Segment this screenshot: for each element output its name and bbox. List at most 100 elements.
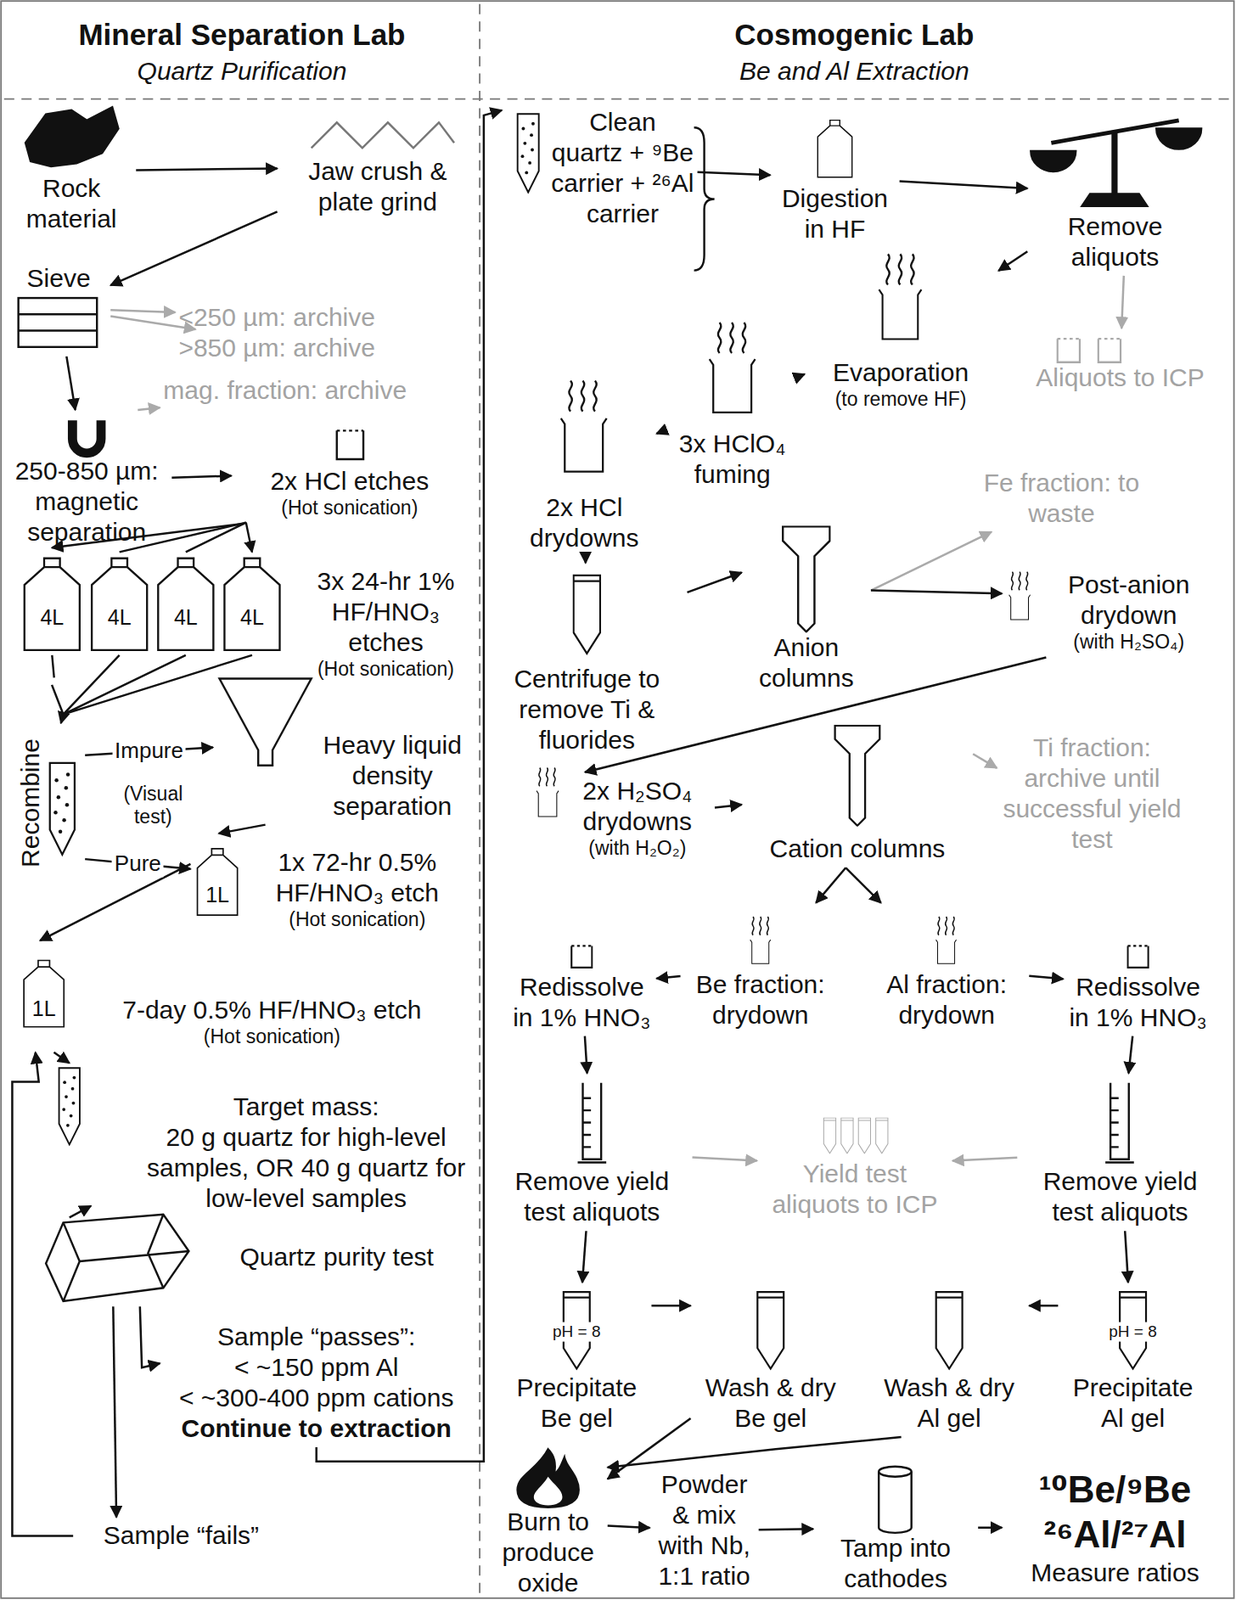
volume-label: 1L [205,882,230,908]
step-text: Evaporation [806,357,995,388]
flow-arrow [714,804,742,809]
process-step: 2x HCl drydowns [515,372,653,554]
step-note: (Hot sonication) [69,1025,475,1050]
process-step: Post-anion drydown(with H₂SO₄) [1005,569,1220,655]
step-text: 1x 72-hr 0.5% HF/HNO₃ etch [245,847,471,909]
step-text: 2x HCl drydowns [515,492,653,554]
flow-arrow [171,476,231,478]
process-step: 2x H₂SO₄ drydowns(with H₂O₂) [533,775,712,861]
step-text: 2x H₂SO₄ drydowns [563,775,712,838]
process-step: Sample “fails” [76,1520,286,1551]
flow-arrow [972,753,997,769]
process-step: Remove aliquots [1030,114,1199,273]
process-step: 7-day 0.5% HF/HNO₃ etch(Hot sonication) [20,943,475,1050]
flow-arrow [1124,1230,1129,1283]
step-text: Redissolve in 1% HNO₃ [510,971,653,1034]
step-note: < ~150 ppm Al [162,1352,470,1383]
process-step: Burn to produce oxide [492,1447,605,1599]
step-text: Jaw crush & plate grind [280,156,475,218]
process-step: Clean quartz + ⁹Be carrier + ²⁶Al carrie… [505,106,694,230]
process-step: Precipitate Al gel [1061,1286,1204,1434]
volume-label: 4L [39,604,64,630]
step-text: 3x HClO₄ fuming [663,428,802,490]
flow-arrow [51,685,63,724]
step-text: mag. fraction: archive [162,375,470,406]
step-note: (Hot sonication) [298,657,472,682]
volume-label: 4L [240,604,265,630]
step-text: Digestion in HF [773,183,896,245]
process-step: Powder & mix with Nb, 1:1 ratio [652,1469,755,1592]
step-text: Precipitate Be gel [505,1372,648,1434]
step-text: Remove yield test aliquots [1020,1166,1220,1228]
step-text: Fe fraction: to waste [979,467,1143,529]
step-text: Remove aliquots [1030,211,1199,273]
edge-label: Impure [112,738,186,765]
step-text: Aliquots to ICP [1015,362,1225,394]
step-text: 2x HCl etches [235,466,466,497]
edge-label: Pure [112,850,164,877]
archive-step: <250 µm: archive [178,302,455,333]
process-step: Rock material [10,106,133,235]
step-text: Wash & dry Be gel [694,1372,848,1434]
step-note: 20 g quartz for high-level samples, OR 4… [132,1122,480,1214]
step-text: Cation columns [745,833,971,865]
step-text: Clean quartz + ⁹Be carrier + ²⁶Al carrie… [550,106,694,230]
flow-arrow [11,1052,74,1537]
step-note: (to remove HF) [806,387,995,412]
flow-arrow [1028,1304,1058,1308]
ph-label: pH = 8 [550,1322,603,1343]
flow-arrow [656,976,680,979]
flow-arrow [758,1528,814,1530]
flow-arrow [656,432,660,434]
step-text: 7-day 0.5% HF/HNO₃ etch [69,994,475,1026]
flow-arrow [803,373,805,377]
process-step: Sieve [10,263,107,354]
step-text: Sample “passes”: [162,1321,470,1353]
flow-arrow [607,1418,692,1480]
step-text: Remove yield test aliquots [494,1166,689,1228]
step-text: Ti fraction: archive until successful yi… [1000,732,1184,855]
process-step: 250-850 µm: magnetic separation [5,413,169,548]
process-step: Anion columns [745,522,868,695]
step-text: Tamp into cathodes [816,1533,975,1595]
step-text: Sample “fails” [76,1520,286,1551]
flow-arrow [692,1157,758,1162]
step-text: Anion columns [745,632,868,694]
archive-step: Aliquots to ICP [1015,331,1225,394]
process-step: Redissolve in 1% HNO₃ [510,938,653,1033]
step-note: ²⁶Al/²⁷Al [1005,1512,1225,1558]
flow-arrow [53,1052,69,1064]
step-text: >850 µm: archive [178,332,455,364]
flow-arrow [66,356,75,411]
archive-step: Yield test aliquots to ICP [760,1112,950,1220]
flow-arrow [845,867,881,903]
step-text: 3x 24-hr 1% HF/HNO₃ etches [298,566,472,658]
process-step: Centrifuge to remove Ti & fluorides [489,566,684,755]
section-subheading: Quartz Purification [137,56,348,87]
process-step: Remove yield test aliquots [494,1076,689,1228]
step-note: (Hot sonication) [245,908,471,933]
flow-arrow [140,1306,161,1368]
step-text: ¹⁰Be/⁹Be [1005,1467,1225,1513]
step-text: Quartz purity test [193,1241,480,1273]
flow-arrow [687,573,742,593]
flow-arrow [135,168,277,170]
step-text: Sieve [10,263,107,294]
process-step: Target mass:20 g quartz for high-level s… [50,1066,480,1214]
process-step: 3x HClO₄ fuming [663,316,802,490]
step-text: <250 µm: archive [178,302,455,333]
step-text: Heavy liquid density separation [313,730,472,822]
step-note: Continue to extraction [162,1413,470,1444]
flow-arrow [69,1206,91,1219]
process-step: Redissolve in 1% HNO₃ [1066,938,1209,1033]
process-step: ¹⁰Be/⁹Be²⁶Al/²⁷AlMeasure ratios [1005,1467,1225,1589]
flow-arrow [110,309,175,313]
step-text: Precipitate Al gel [1061,1372,1204,1434]
flow-arrow [1121,275,1124,329]
process-step: Evaporation(to remove HF) [806,260,995,412]
flow-arrow [137,407,160,411]
process-step: Cation columns [745,719,971,866]
flow-arrow [977,1527,1002,1530]
step-note: Measure ratios [1005,1557,1225,1589]
volume-label: 4L [174,604,198,630]
